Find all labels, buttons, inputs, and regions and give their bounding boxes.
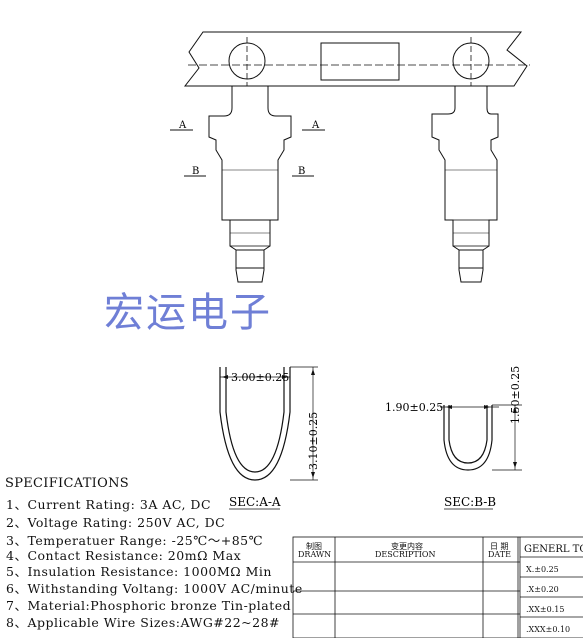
sec-b-height-dim: 1.50±0.25 xyxy=(509,366,522,424)
spec-item: 8、Applicable Wire Sizes:AWG#22~28# xyxy=(6,615,281,630)
sec-b-width-dim: 1.90±0.25 xyxy=(385,401,443,414)
spec-item: 1、Current Rating: 3A AC, DC xyxy=(6,497,212,512)
description-cn-label: 变更内容 xyxy=(391,541,423,551)
section-a-right-label: A xyxy=(311,120,320,131)
spec-item: 7、Material:Phosphoric bronze Tin-plated xyxy=(6,598,292,613)
section-b-left-label: B xyxy=(192,166,199,177)
tolerance-3: .XXX±0.10 xyxy=(526,625,570,634)
spec-item: 4、Contact Resistance: 20mΩ Max xyxy=(6,548,242,563)
section-a-left-label: A xyxy=(178,120,187,131)
description-en-label: DESCRIPTION xyxy=(375,550,435,559)
tolerance-2: .XX±0.15 xyxy=(526,605,564,614)
tolerance-0: X.±0.25 xyxy=(526,565,559,574)
right-terminal xyxy=(431,86,499,283)
spec-item: 3、Temperatuer Range: -25℃～+85℃ xyxy=(6,533,264,548)
spec-item: 5、Insulation Resistance: 1000MΩ Min xyxy=(6,564,272,579)
specifications-title: SPECIFICATIONS xyxy=(5,476,129,491)
title-block xyxy=(292,536,583,638)
section-b-right-label: B xyxy=(298,166,305,177)
date-cn-label: 日 期 xyxy=(490,542,509,551)
spec-item: 2、Voltage Rating: 250V AC, DC xyxy=(6,515,226,530)
tolerance-1: .X±0.20 xyxy=(526,585,559,594)
sec-a-height-dim: 3.10±0.25 xyxy=(307,412,320,470)
section-b-caption: SEC:B-B xyxy=(444,495,496,509)
drawn-en-label: DRAWN xyxy=(298,550,331,559)
tolerance-header: GENERL TO xyxy=(524,544,583,555)
spec-item: 6、Withstanding Voltang: 1000V AC/minute xyxy=(6,581,303,596)
left-terminal xyxy=(208,86,292,283)
watermark-text: 宏运电子 xyxy=(104,290,272,336)
section-a-profile xyxy=(219,366,318,481)
date-en-label: DATE xyxy=(488,550,511,559)
section-a-caption: SEC:A-A xyxy=(229,495,281,509)
sec-a-width-dim: 3.00±0.25 xyxy=(231,371,289,384)
carrier-strip xyxy=(183,31,530,87)
drawn-cn-label: 制图 xyxy=(306,541,322,551)
